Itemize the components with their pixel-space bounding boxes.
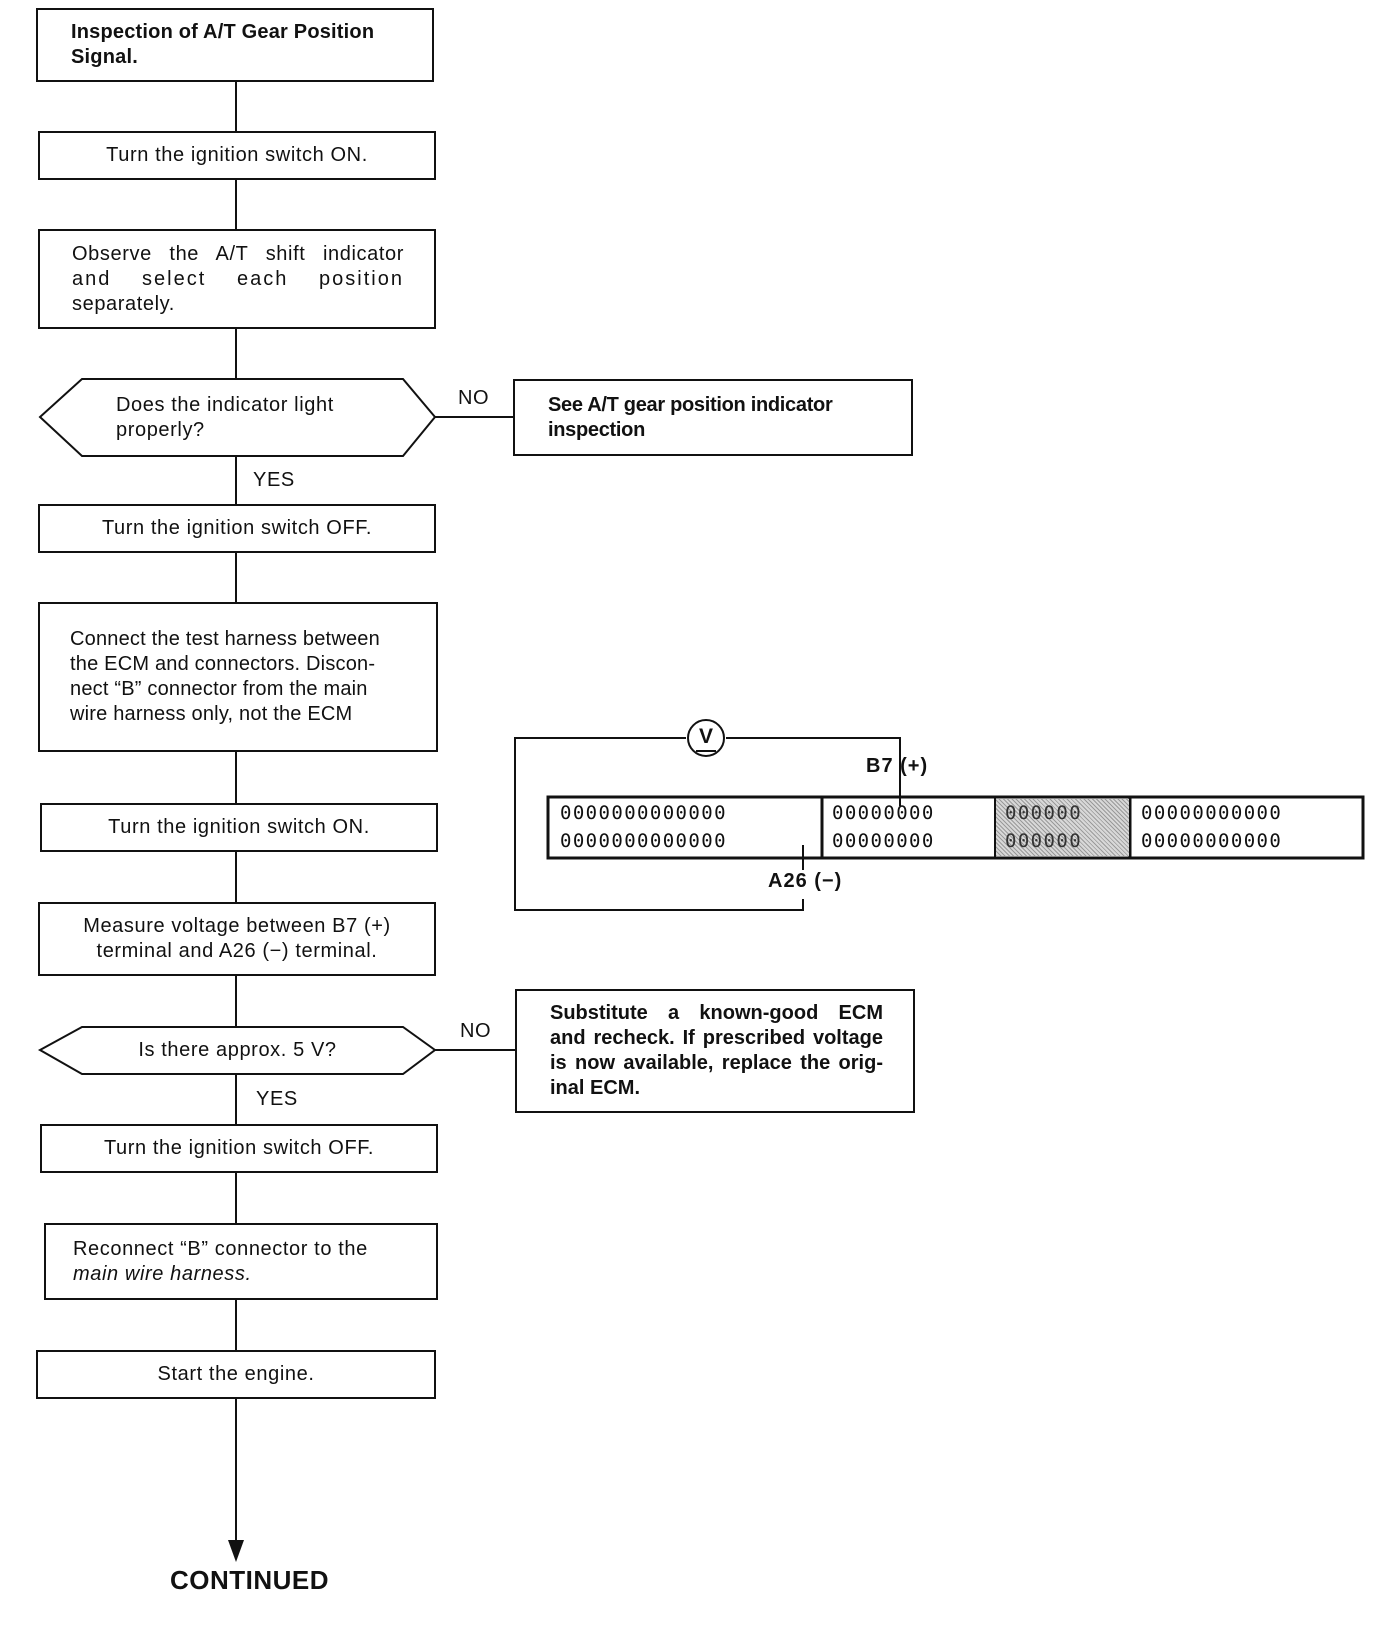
decision2-result-line3: is now available, replace the orig- bbox=[550, 1052, 883, 1074]
step-ignition-on-2-text: Turn the ignition switch ON. bbox=[108, 816, 370, 838]
decision2-no-label: NO bbox=[460, 1020, 492, 1042]
connector-shaded-section bbox=[996, 799, 1129, 856]
decision1-shape bbox=[38, 378, 437, 457]
step-measure-voltage: Measure voltage between B7 (+) terminal … bbox=[38, 902, 436, 976]
step-connect-line4: wire harness only, not the ECM bbox=[70, 703, 353, 725]
connector-c-row2: 000000 bbox=[1005, 830, 1083, 852]
decision2-result-line4: inal ECM. bbox=[550, 1077, 641, 1099]
title-box: Inspection of A/T Gear Position Signal. bbox=[36, 8, 434, 82]
decision1-no-result: See A/T gear position indicator inspecti… bbox=[513, 379, 913, 456]
decision1-no-result-text: See A/T gear position indicator inspecti… bbox=[548, 393, 833, 441]
connector-b-row2: 00000000 bbox=[832, 830, 935, 852]
connector-a-row2: 0000000000000 bbox=[560, 830, 727, 852]
step-observe-line1: Observe the A/T shift indicator bbox=[72, 242, 404, 265]
step-ignition-off-2-text: Turn the ignition switch OFF. bbox=[103, 1137, 375, 1159]
step-reconnect-line2: main wire harness. bbox=[73, 1262, 416, 1287]
terminal-b7-label: B7 (+) bbox=[866, 755, 929, 777]
step-ignition-on-1-text: Turn the ignition switch ON. bbox=[106, 144, 368, 166]
step-ignition-off-2: Turn the ignition switch OFF. bbox=[40, 1124, 438, 1173]
decision1-text: Does the indicator light properly? bbox=[116, 393, 416, 443]
voltmeter-symbol bbox=[687, 719, 725, 757]
connector-a-row1: 0000000000000 bbox=[560, 802, 727, 824]
decision2-result-line2: and recheck. If prescribed voltage bbox=[550, 1027, 883, 1049]
decision2-text: Is there approx. 5 V? bbox=[138, 1039, 337, 1061]
connector-d-row1: 00000000000 bbox=[1141, 802, 1283, 824]
step-ignition-off-1-text: Turn the ignition switch OFF. bbox=[101, 517, 373, 539]
decision1-no-label: NO bbox=[458, 387, 490, 409]
step-measure-line2: terminal and A26 (−) terminal. bbox=[96, 940, 378, 962]
step-reconnect-line2-text: main wire harness. bbox=[73, 1262, 252, 1285]
connector-c-row1: 000000 bbox=[1005, 802, 1083, 824]
decision1-line2: properly? bbox=[116, 419, 205, 441]
step-ignition-off-1: Turn the ignition switch OFF. bbox=[38, 504, 436, 553]
step-connect-line2: the ECM and connectors. Discon- bbox=[70, 653, 376, 675]
decision1-yes-label: YES bbox=[253, 469, 295, 491]
voltmeter-wiring bbox=[514, 737, 901, 911]
decision2-no-result: Substitute a known-good ECM and recheck.… bbox=[515, 989, 915, 1113]
step-measure-line1: Measure voltage between B7 (+) bbox=[83, 915, 391, 937]
step-start-engine: Start the engine. bbox=[36, 1350, 436, 1399]
step-start-engine-text: Start the engine. bbox=[157, 1363, 315, 1385]
step-connect-harness: Connect the test harness between the ECM… bbox=[38, 602, 438, 752]
step-ignition-on-2: Turn the ignition switch ON. bbox=[40, 803, 438, 852]
continued-arrowhead bbox=[228, 1540, 244, 1562]
step-connect-line1: Connect the test harness between bbox=[70, 628, 380, 650]
step-observe-line3: separately. bbox=[72, 292, 175, 315]
terminal-a26-label: A26 (−) bbox=[768, 870, 843, 892]
connector-b-row1: 00000000 bbox=[832, 802, 935, 824]
decision2-shape bbox=[37, 1026, 437, 1075]
step-reconnect: Reconnect “B” connector to the main wire… bbox=[44, 1223, 438, 1300]
step-ignition-on-1: Turn the ignition switch ON. bbox=[38, 131, 436, 180]
step-observe-indicator: Observe the A/T shift indicator and sele… bbox=[38, 229, 436, 329]
title-text: Inspection of A/T Gear Position Signal. bbox=[71, 21, 375, 68]
decision2-result-line1: Substitute a known-good ECM bbox=[550, 1002, 883, 1024]
connector-d-row2: 00000000000 bbox=[1141, 830, 1283, 852]
voltmeter-label: V bbox=[699, 725, 714, 748]
decision2-yes-label: YES bbox=[256, 1088, 298, 1110]
continued-label: CONTINUED bbox=[170, 1565, 330, 1595]
ecm-connector-outline bbox=[546, 795, 1365, 860]
decision1-line1: Does the indicator light bbox=[116, 394, 334, 416]
step-connect-line3: nect “B” connector from the main bbox=[70, 678, 368, 700]
step-reconnect-line1: Reconnect “B” connector to the bbox=[73, 1237, 368, 1260]
step-observe-line2: and select each position bbox=[72, 267, 404, 290]
